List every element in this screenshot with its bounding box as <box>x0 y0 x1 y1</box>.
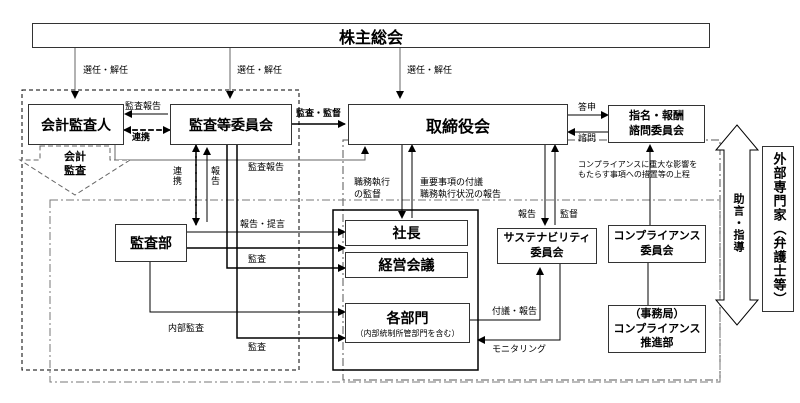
label-report-sustainability: 報告 <box>518 210 537 220</box>
label-answer: 答申 <box>578 103 597 113</box>
external-experts-label: 外部専門家（弁護士等） <box>770 152 786 306</box>
audit-region <box>21 89 300 371</box>
secretariat-line1: （事務局） <box>629 306 685 320</box>
secretariat-line2: コンプライアンス <box>613 321 701 335</box>
important-matters-line1: 重要事項の付議 <box>420 178 484 188</box>
label-audit-1: 監査 <box>248 255 267 265</box>
accounting-auditor: 会計監査人 <box>28 104 124 145</box>
accounting-audit-label-line2: 監査 <box>64 164 86 178</box>
label-monitoring: モニタリング <box>492 345 547 355</box>
departments-label: 各部門 <box>386 310 429 327</box>
execution-supervision-line2: の監督 <box>354 189 382 200</box>
advice-guidance-label: 助言・指導 <box>732 193 745 253</box>
advice-guidance-arrow <box>714 124 760 326</box>
important-matters-line2: 職務執行状況の報告 <box>420 189 502 200</box>
label-report-v: 報告 <box>209 166 219 186</box>
sustainability-committee: サステナビリティ 委員会 <box>497 228 597 264</box>
shareholders-meeting: 株主総会 <box>32 23 710 48</box>
compliance-note-line2: もたらす事項への措置等の上程 <box>578 170 690 180</box>
board-of-directors: 取締役会 <box>348 104 568 145</box>
audit-department: 監査部 <box>115 224 187 262</box>
accounting-audit-arrow <box>18 145 132 196</box>
label-audit-supervision: 監査・監督 <box>296 109 342 119</box>
compliance-committee: コンプライアンス 委員会 <box>608 225 706 263</box>
label-audit-report-1: 監査報告 <box>125 102 162 112</box>
label-cooperation-v: 連携 <box>171 166 181 186</box>
label-execution-supervision: 職務執行 の監督 <box>354 178 390 201</box>
president: 社長 <box>345 220 468 246</box>
label-cooperation-h: 連携 <box>132 133 151 143</box>
audit-supervisory-committee: 監査等委員会 <box>170 104 292 145</box>
nomination-remuneration-committee: 指名・報酬 諮問委員会 <box>608 105 705 143</box>
label-elect-dismiss-2: 選任・解任 <box>237 66 283 76</box>
nomination-committee-line2: 諮問委員会 <box>629 124 684 137</box>
compliance-note-line1: コンプライアンスに重大な影響を <box>578 160 698 169</box>
sustainability-line2: 委員会 <box>530 246 564 259</box>
label-elect-dismiss-3: 選任・解任 <box>407 66 453 76</box>
sustainability-line1: サステナビリティ <box>503 231 591 245</box>
company-region <box>49 199 721 383</box>
label-compliance-note: コンプライアンスに重大な影響を もたらす事項への措置等の上程 <box>578 160 697 181</box>
label-report-proposal: 報告・提言 <box>240 220 286 230</box>
label-audit-2: 監査 <box>248 343 267 353</box>
accounting-audit-label: 会計 監査 <box>52 150 98 179</box>
label-supervision-sustainability: 監督 <box>560 210 579 220</box>
nomination-committee-line1: 指名・報酬 <box>629 109 684 123</box>
management-meeting: 経営会議 <box>345 252 468 278</box>
external-experts: 外部専門家（弁護士等） <box>762 146 794 312</box>
compliance-line1: コンプライアンス <box>613 229 701 243</box>
accounting-audit-label-line1: 会計 <box>64 150 86 163</box>
departments-note: （内部統制所管部門を含む） <box>355 328 460 338</box>
compliance-line2: 委員会 <box>640 244 674 257</box>
label-consult: 諮問 <box>578 134 597 144</box>
compliance-secretariat: （事務局） コンプライアンス 推進部 <box>608 305 706 353</box>
execution-supervision-line1: 職務執行 <box>354 178 391 188</box>
secretariat-line3: 推進部 <box>640 336 674 350</box>
label-important-matters: 重要事項の付議 職務執行状況の報告 <box>420 178 501 201</box>
label-internal-audit: 内部監査 <box>168 324 205 334</box>
departments: 各部門 （内部統制所管部門を含む） <box>345 303 470 343</box>
label-deliberation-report: 付議・報告 <box>492 307 538 317</box>
label-elect-dismiss-1: 選任・解任 <box>83 66 129 76</box>
label-audit-report-2: 監査報告 <box>248 163 285 173</box>
